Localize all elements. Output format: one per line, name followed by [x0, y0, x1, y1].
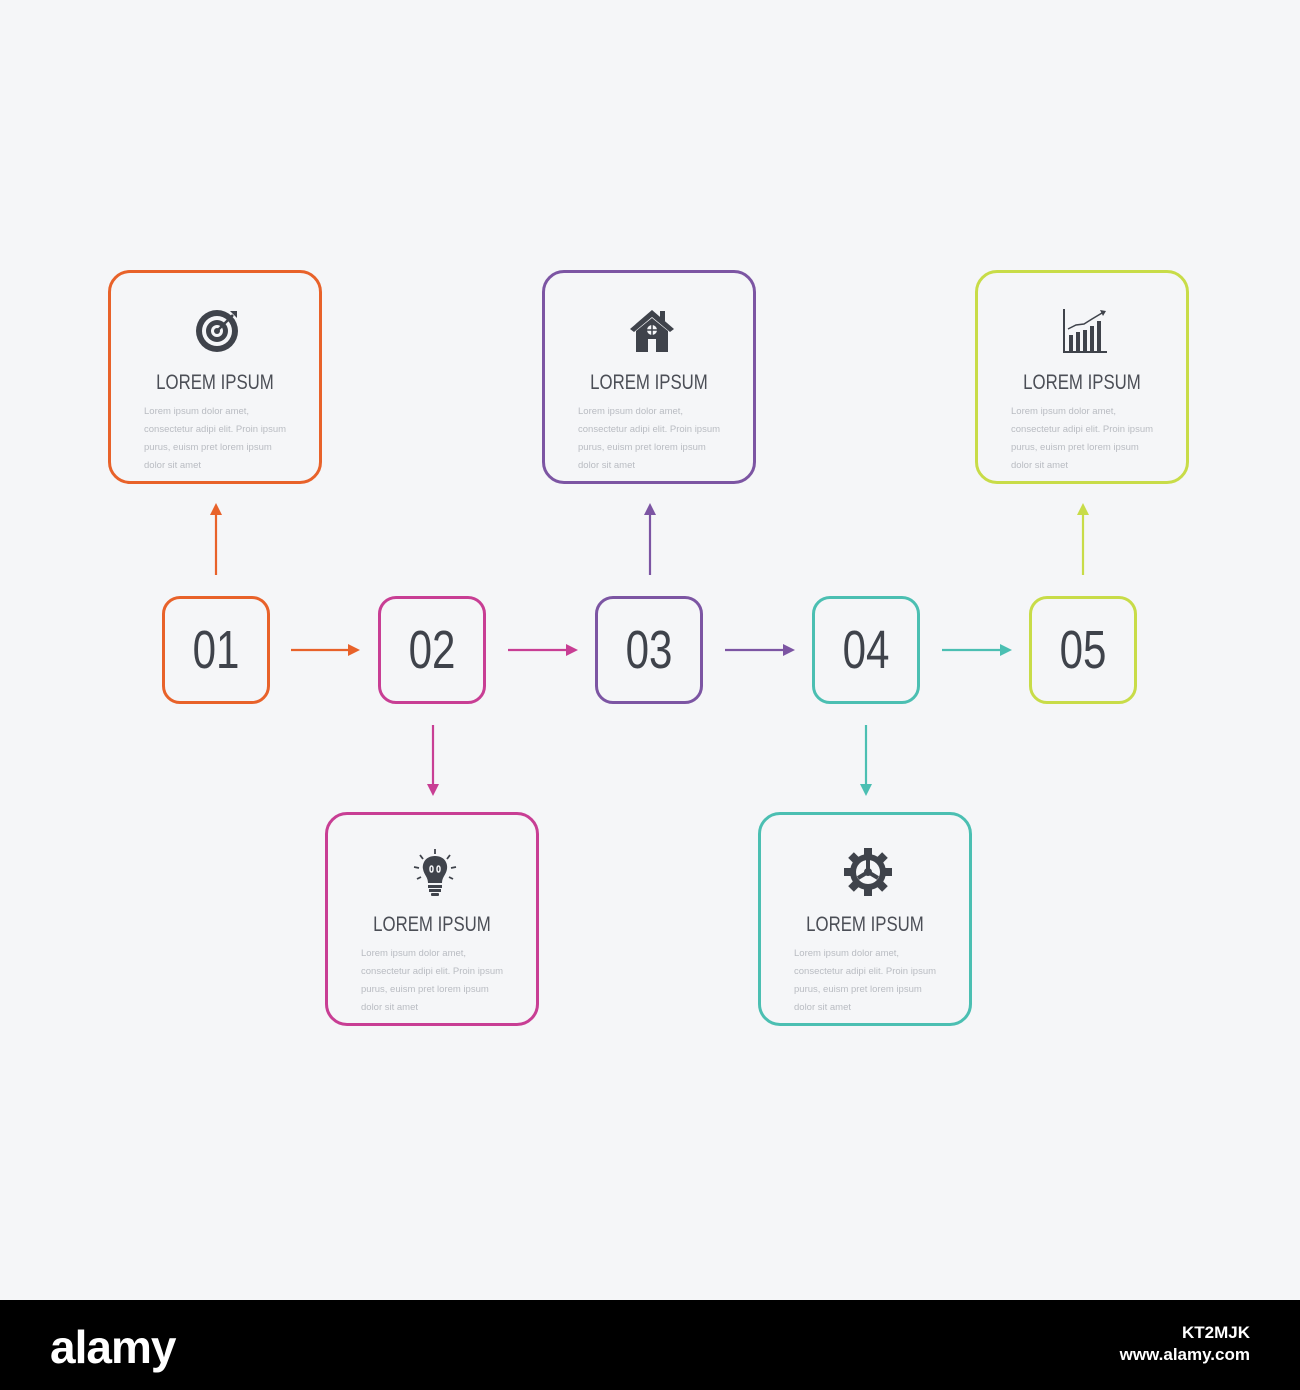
step-box-02: 02	[378, 596, 486, 704]
image-id: KT2MJK	[1181, 1323, 1250, 1342]
card-title: LOREM IPSUM	[156, 371, 274, 394]
arrow-01-to-card	[210, 503, 222, 575]
lightbulb-icon	[410, 847, 460, 897]
card-step-04: LOREM IPSUM Lorem ipsum dolor amet, cons…	[758, 812, 972, 1026]
step-number: 03	[625, 620, 673, 680]
card-title: LOREM IPSUM	[373, 913, 491, 936]
arrow-03-to-04	[725, 644, 795, 656]
house-icon	[627, 305, 677, 355]
gear-icon	[843, 847, 893, 897]
site-url: www.alamy.com	[1119, 1345, 1250, 1364]
arrow-04-to-05	[942, 644, 1012, 656]
arrow-02-to-03	[508, 644, 578, 656]
arrow-05-to-card	[1077, 503, 1089, 575]
card-step-03: LOREM IPSUM Lorem ipsum dolor amet, cons…	[542, 270, 756, 484]
card-step-05: LOREM IPSUM Lorem ipsum dolor amet, cons…	[975, 270, 1189, 484]
arrow-02-to-card	[427, 725, 439, 796]
card-step-01: LOREM IPSUM Lorem ipsum dolor amet, cons…	[108, 270, 322, 484]
step-box-05: 05	[1029, 596, 1137, 704]
card-description: Lorem ipsum dolor amet, consectetur adip…	[794, 948, 937, 1013]
bar-chart-icon	[1060, 305, 1110, 355]
step-number: 04	[842, 620, 890, 680]
watermark-bar: alamy KT2MJK www.alamy.com	[0, 1300, 1300, 1390]
step-number: 05	[1059, 620, 1107, 680]
watermark-id: KT2MJK www.alamy.com	[1120, 1322, 1250, 1366]
card-description: Lorem ipsum dolor amet, consectetur adip…	[144, 406, 287, 471]
card-title: LOREM IPSUM	[1023, 371, 1141, 394]
card-description: Lorem ipsum dolor amet, consectetur adip…	[1011, 406, 1154, 471]
watermark-logo: alamy	[50, 1321, 176, 1373]
step-number: 02	[408, 620, 456, 680]
card-description: Lorem ipsum dolor amet, consectetur adip…	[578, 406, 721, 471]
step-number: 01	[192, 620, 240, 680]
process-diagram: LOREM IPSUM Lorem ipsum dolor amet, cons…	[108, 270, 1189, 1026]
arrow-03-to-card	[644, 503, 656, 575]
connector-arrows	[210, 503, 1089, 796]
card-step-02: LOREM IPSUM Lorem ipsum dolor amet, cons…	[325, 812, 539, 1026]
arrow-04-to-card	[860, 725, 872, 796]
target-icon	[193, 305, 243, 355]
step-box-01: 01	[162, 596, 270, 704]
card-title: LOREM IPSUM	[806, 913, 924, 936]
card-description: Lorem ipsum dolor amet, consectetur adip…	[361, 948, 504, 1013]
step-box-03: 03	[595, 596, 703, 704]
card-title: LOREM IPSUM	[590, 371, 708, 394]
step-box-04: 04	[812, 596, 920, 704]
arrow-01-to-02	[291, 644, 360, 656]
